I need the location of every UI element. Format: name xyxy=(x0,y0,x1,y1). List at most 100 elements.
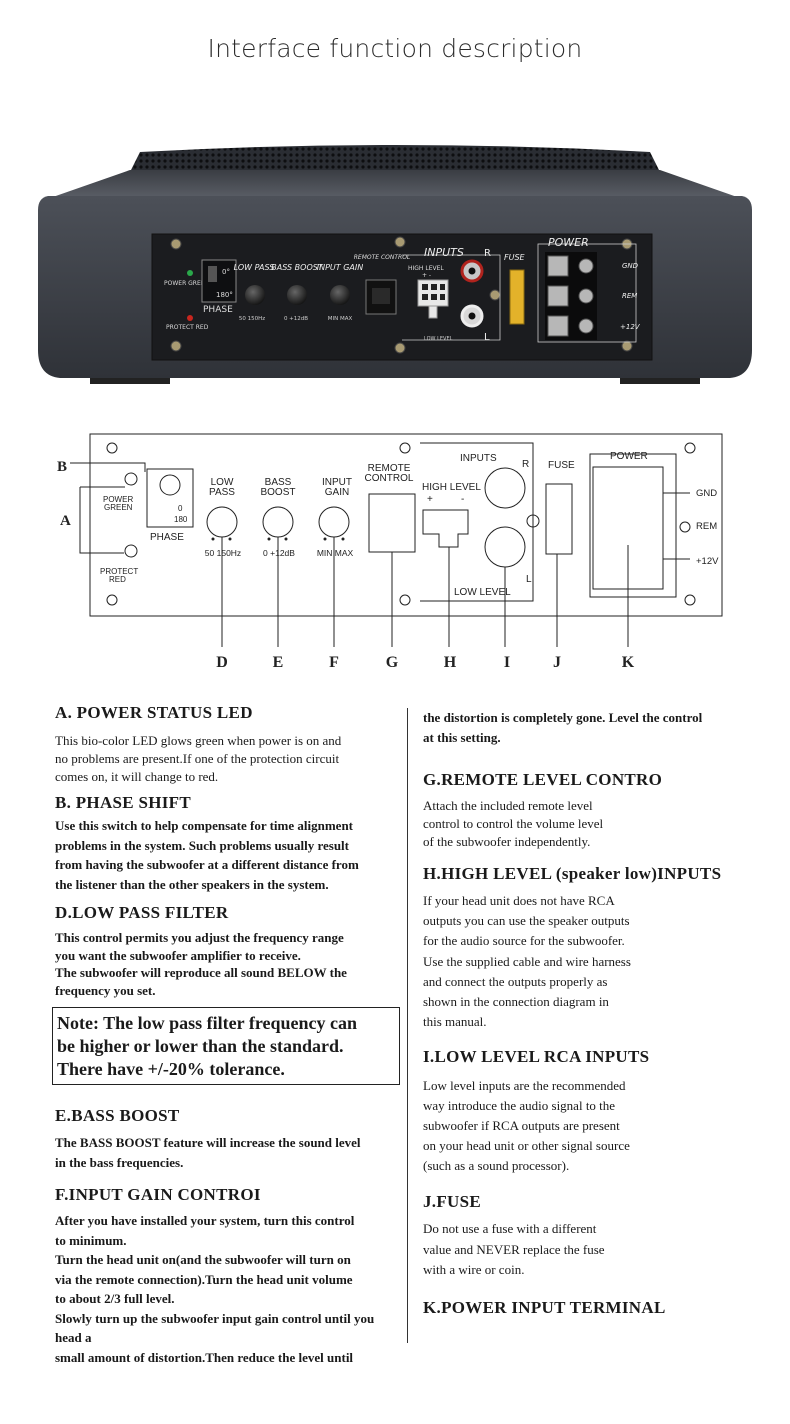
panel-diagram: B A POWER GREEN PROTECT RED PHASE 0 180 … xyxy=(57,433,723,671)
phase-switch[interactable] xyxy=(208,266,217,282)
diagram-letter-g: G xyxy=(386,654,399,671)
input-gain-knob[interactable] xyxy=(330,285,350,305)
diagram-letter-i: I xyxy=(504,654,510,671)
right-column: the distortion is completely gone. Level… xyxy=(423,700,763,1319)
svg-text:BASS BOOST: BASS BOOST xyxy=(271,263,324,272)
svg-text:PHASE: PHASE xyxy=(150,532,184,543)
section-f-body: After you have installed your system, tu… xyxy=(55,1213,375,1365)
section-h-title: H.HIGH LEVEL (speaker low)INPUTS xyxy=(423,864,722,883)
page-title: Interface function description xyxy=(207,34,583,63)
power-led xyxy=(187,270,193,276)
svg-text:L: L xyxy=(484,332,490,343)
svg-text:REM: REM xyxy=(696,521,717,532)
svg-text:CONTROL: CONTROL xyxy=(365,473,414,484)
svg-text:PASS: PASS xyxy=(209,487,235,498)
svg-text:HIGH LEVEL: HIGH LEVEL xyxy=(422,482,481,493)
amplifier-photo: POWER GREEN PROTECT RED 0° 180° PHASE LO… xyxy=(38,145,752,384)
diagram-letter-a: A xyxy=(60,513,71,529)
svg-text:-: - xyxy=(461,494,464,505)
svg-text:L: L xyxy=(526,574,532,585)
svg-text:FUSE: FUSE xyxy=(548,460,575,471)
section-e-title: E.BASS BOOST xyxy=(55,1106,180,1125)
svg-text:LOW LEVEL: LOW LEVEL xyxy=(424,336,453,342)
section-h-body: If your head unit does not have RCA outp… xyxy=(423,893,631,1030)
photo-phase-label: PHASE xyxy=(203,305,233,315)
svg-text:0: 0 xyxy=(178,504,183,513)
svg-text:GND: GND xyxy=(622,262,639,270)
svg-text:180°: 180° xyxy=(216,291,233,299)
section-d-body: This control permits you adjust the freq… xyxy=(55,930,347,998)
section-i-body: Low level inputs are the recommended way… xyxy=(423,1078,630,1173)
section-b-title: B. PHASE SHIFT xyxy=(55,793,191,812)
svg-text:0°: 0° xyxy=(222,268,230,276)
protect-led xyxy=(187,315,193,321)
section-j-title: J.FUSE xyxy=(423,1192,482,1212)
photo-knobs xyxy=(245,285,350,305)
svg-text:BOOST: BOOST xyxy=(260,487,295,498)
diagram-letter-k: K xyxy=(622,654,635,671)
photo-remote-label: REMOTE CONTROL xyxy=(354,254,411,261)
section-k-title: K.POWER INPUT TERMINAL xyxy=(423,1297,666,1317)
section-f-continued: the distortion is completely gone. Level… xyxy=(423,710,703,745)
diagram-letter-f: F xyxy=(329,654,339,671)
section-g-title: G.REMOTE LEVEL CONTRO xyxy=(423,770,663,789)
section-g-body: Attach the included remote level control… xyxy=(423,798,604,849)
svg-text:R: R xyxy=(484,248,491,259)
svg-text:POWER: POWER xyxy=(610,451,648,462)
svg-text:MIN MAX: MIN MAX xyxy=(317,548,354,558)
svg-text:+: + xyxy=(427,494,433,505)
diagram-letter-b: B xyxy=(57,459,67,475)
fuse[interactable] xyxy=(509,269,525,325)
speaker-grille xyxy=(130,145,660,172)
svg-text:BASS: BASS xyxy=(265,477,292,488)
svg-text:GND: GND xyxy=(696,488,717,499)
svg-text:LOW: LOW xyxy=(211,477,234,488)
svg-text:POWER: POWER xyxy=(103,495,133,504)
svg-text:PROTECT: PROTECT xyxy=(100,567,138,576)
bass-boost-knob[interactable] xyxy=(287,285,307,305)
svg-text:0 +12dB: 0 +12dB xyxy=(284,316,308,322)
diagram-letter-d: D xyxy=(216,654,228,671)
section-b-body: Use this switch to help compensate for t… xyxy=(55,818,359,892)
svg-text:180: 180 xyxy=(174,515,188,524)
section-f-title: F.INPUT GAIN CONTROI xyxy=(55,1185,261,1204)
svg-text:R: R xyxy=(522,459,529,470)
diagram-letter-j: J xyxy=(553,654,561,671)
left-column: A. POWER STATUS LED This bio-color LED g… xyxy=(52,700,400,1367)
svg-text:+12V: +12V xyxy=(620,323,641,331)
photo-power-label: POWER xyxy=(548,236,589,249)
photo-fuse-label: FUSE xyxy=(504,253,526,262)
section-e-body: The BASS BOOST feature will increase the… xyxy=(55,1135,361,1170)
photo-inputs-label: INPUTS xyxy=(424,246,464,259)
svg-text:LOW LEVEL: LOW LEVEL xyxy=(454,587,511,598)
section-d-title: D.LOW PASS FILTER xyxy=(55,903,229,922)
diagram-letter-e: E xyxy=(273,654,284,671)
svg-text:REMOTE: REMOTE xyxy=(368,463,411,474)
photo-power-green: POWER GREEN xyxy=(164,280,209,287)
note-box: Note: The low pass filter frequency can … xyxy=(52,1007,400,1085)
section-a-body: This bio-color LED glows green when powe… xyxy=(55,733,342,784)
svg-text:INPUT GAIN: INPUT GAIN xyxy=(317,263,363,272)
svg-text:HIGH LEVEL: HIGH LEVEL xyxy=(408,265,444,272)
svg-text:MIN MAX: MIN MAX xyxy=(328,316,353,322)
svg-text:INPUTS: INPUTS xyxy=(460,453,497,464)
diagram-letter-h: H xyxy=(444,654,457,671)
svg-text:0 +12dB: 0 +12dB xyxy=(263,548,295,558)
svg-text:+ -: + - xyxy=(422,272,431,279)
high-level-connector[interactable] xyxy=(417,279,449,307)
low-pass-knob[interactable] xyxy=(245,285,265,305)
photo-protect-red: PROTECT RED xyxy=(166,324,209,331)
svg-text:50 150Hz: 50 150Hz xyxy=(205,548,241,558)
svg-text:+12V: +12V xyxy=(696,556,719,567)
section-a-title: A. POWER STATUS LED xyxy=(55,703,253,722)
svg-text:LOW PASS: LOW PASS xyxy=(234,263,275,272)
svg-text:50 150Hz: 50 150Hz xyxy=(239,316,265,322)
svg-text:REM: REM xyxy=(622,292,637,300)
svg-text:RED: RED xyxy=(109,575,126,584)
svg-text:INPUT: INPUT xyxy=(322,477,352,488)
svg-text:GAIN: GAIN xyxy=(325,487,349,498)
panel-outline xyxy=(89,433,723,617)
section-i-title: I.LOW LEVEL RCA INPUTS xyxy=(423,1047,650,1067)
column-divider xyxy=(407,708,408,1343)
section-j-body: Do not use a fuse with a different value… xyxy=(423,1221,605,1278)
